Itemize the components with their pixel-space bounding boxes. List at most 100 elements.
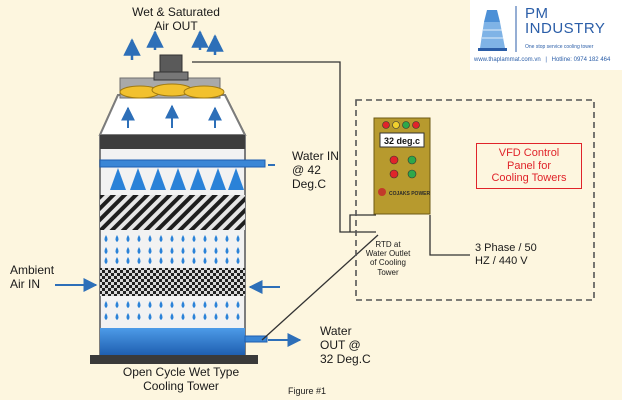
water-droplet: [236, 257, 240, 264]
water-droplet: [126, 235, 130, 242]
indicator-light: [389, 155, 399, 165]
tower-base: [90, 355, 258, 364]
vfd-display-text: 32 deg.c: [384, 136, 420, 146]
water-droplet: [181, 235, 185, 242]
indicator-light: [402, 121, 410, 129]
vfd-display: [379, 132, 425, 148]
indicator-light: [407, 169, 417, 179]
water-droplet: [203, 301, 207, 308]
brand-line-1: PM: [525, 5, 549, 22]
indicator-light: [382, 121, 390, 129]
water-droplet: [203, 257, 207, 264]
water-droplet: [148, 247, 152, 254]
water-droplet: [104, 301, 108, 308]
water-droplet: [126, 301, 130, 308]
pm-industry-logo-graphic: [478, 6, 517, 52]
water-droplet: [203, 247, 207, 254]
water-droplet: [181, 247, 185, 254]
air-out-arrows: [123, 30, 224, 60]
water-droplet: [225, 235, 229, 242]
water-droplet: [104, 313, 108, 320]
spray-cones: [110, 168, 244, 190]
indicator-light: [407, 155, 417, 165]
water-droplet: [203, 235, 207, 242]
water-droplet: [214, 301, 218, 308]
water-droplet: [104, 235, 108, 242]
water-droplet: [203, 313, 207, 320]
water-droplet: [225, 247, 229, 254]
water-out-label: Water OUT @ 32 Deg.C: [320, 324, 371, 366]
contact-line: www.thaplammat.com.vn | Hotline: 0974 18…: [474, 57, 610, 63]
water-droplet: [159, 247, 163, 254]
water-droplet: [170, 235, 174, 242]
website-link[interactable]: www.thaplammat.com.vn: [474, 57, 541, 63]
ambient-air-label: Ambient Air IN: [10, 263, 55, 291]
water-droplet: [104, 257, 108, 264]
water-droplet: [225, 313, 229, 320]
water-droplet: [159, 301, 163, 308]
water-out-pipe: [244, 335, 268, 343]
water-droplet: [137, 301, 141, 308]
water-droplet: [236, 247, 240, 254]
drift-eliminator: [100, 135, 245, 149]
water-droplet: [148, 313, 152, 320]
water-droplet: [115, 313, 119, 320]
water-droplet: [115, 301, 119, 308]
hotline: Hotline: 0974 182 464: [551, 57, 611, 63]
vfd-enclosure: [355, 99, 595, 301]
water-in-pipe: [99, 159, 266, 168]
internal-air-arrows: [121, 104, 222, 128]
water-droplet: [137, 313, 141, 320]
water-droplet: [192, 301, 196, 308]
water-droplet: [159, 257, 163, 264]
figure-label: Figure #1: [288, 386, 327, 396]
fan-blade: [183, 85, 225, 99]
water-droplet: [236, 313, 240, 320]
brand-name: PM INDUSTRY: [525, 6, 605, 36]
brand-line-2: INDUSTRY: [525, 20, 606, 37]
fill-media: [100, 195, 245, 230]
water-droplet: [148, 257, 152, 264]
water-droplet: [214, 257, 218, 264]
water-droplet: [170, 257, 174, 264]
water-droplet: [126, 257, 130, 264]
water-droplet: [126, 313, 130, 320]
water-droplet: [181, 301, 185, 308]
water-droplet: [137, 257, 141, 264]
water-droplet: [192, 257, 196, 264]
fan-motor-base: [153, 71, 189, 81]
water-droplet: [159, 235, 163, 242]
water-droplet: [170, 313, 174, 320]
water-droplet: [236, 235, 240, 242]
water-droplet: [159, 313, 163, 320]
indicator-light: [412, 121, 420, 129]
water-droplet: [192, 235, 196, 242]
panel-indicator-lights: [382, 121, 420, 179]
indicator-light: [392, 121, 400, 129]
water-droplet: [192, 313, 196, 320]
water-droplet: [236, 301, 240, 308]
power-supply-label: 3 Phase / 50 HZ / 440 V: [475, 242, 537, 267]
water-droplet: [137, 247, 141, 254]
control-wiring: [192, 61, 470, 341]
water-droplet: [148, 301, 152, 308]
water-droplet: [170, 301, 174, 308]
water-droplets: [104, 301, 240, 320]
checkered-fill: [100, 268, 245, 296]
water-droplet: [225, 257, 229, 264]
water-droplet: [192, 247, 196, 254]
water-droplet: [214, 247, 218, 254]
vfd-panel-label: VFD Control Panel for Cooling Towers: [476, 143, 582, 189]
water-droplet: [115, 257, 119, 264]
vfd-panel: [373, 117, 431, 215]
tower-name-label: Open Cycle Wet Type Cooling Tower: [122, 365, 240, 393]
brand-tagline: One stop service cooling tower: [525, 44, 594, 50]
water-droplet: [115, 247, 119, 254]
indicator-light: [389, 169, 399, 179]
water-droplet: [137, 235, 141, 242]
panel-brand-logo: COJAKS POWER: [378, 188, 431, 197]
water-droplet: [104, 247, 108, 254]
water-droplet: [115, 235, 119, 242]
